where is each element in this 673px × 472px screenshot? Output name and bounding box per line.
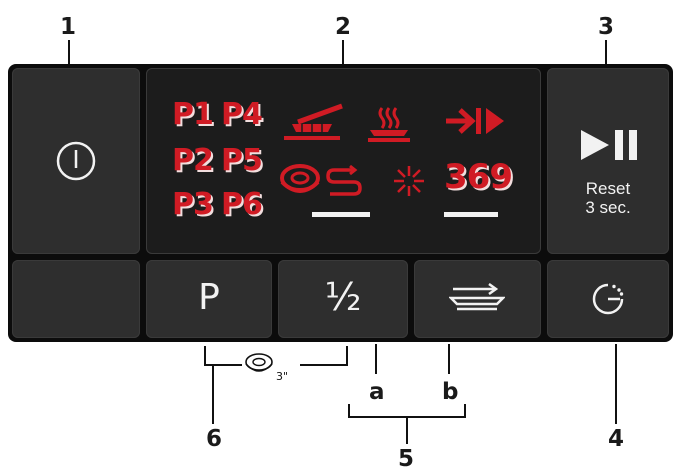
reset-label: Reset <box>585 179 631 198</box>
delay-timer-button[interactable] <box>547 260 669 338</box>
group-bracket-bottom <box>348 416 466 418</box>
half-load-leader <box>375 344 377 374</box>
program-p5: P5 <box>221 143 263 178</box>
prewash-icon <box>284 103 343 140</box>
program-button[interactable]: P <box>146 260 272 338</box>
program-p4: P4 <box>221 97 263 132</box>
program-bracket-bottom-right <box>300 364 348 366</box>
extra-dry-icon <box>449 283 505 311</box>
leader-line-3 <box>605 40 607 68</box>
time-digits: 369 <box>444 157 513 197</box>
power-button[interactable] <box>12 68 140 254</box>
power-icon <box>56 141 96 181</box>
program-p2: P2 <box>172 143 214 178</box>
program-bracket-right <box>346 346 348 366</box>
timer-indicator-bar <box>444 212 498 217</box>
play-pause-icon <box>581 130 637 160</box>
callout-3: 3 <box>598 14 615 40</box>
tablet-icon <box>280 164 320 193</box>
callout-4: 4 <box>608 426 625 452</box>
program-p1: P1 <box>172 97 214 132</box>
leader-line-2 <box>342 40 344 68</box>
group-bracket-right <box>464 404 466 418</box>
tablet-icon <box>245 353 273 372</box>
callout-a: a <box>369 379 385 405</box>
program-p3: P3 <box>172 187 214 222</box>
callout-6: 6 <box>206 426 223 452</box>
half-load-button[interactable]: ½ <box>278 260 408 338</box>
drying-icon <box>368 107 410 142</box>
program-leader <box>212 366 214 424</box>
group-leader <box>406 418 408 444</box>
tablet-time-label: 3" <box>276 370 289 383</box>
salt-indicator-bar <box>312 212 370 217</box>
callout-2: 2 <box>335 14 352 40</box>
program-key-label: P <box>198 277 220 318</box>
end-arrow-icon <box>446 108 504 134</box>
reset-time-label: 3 sec. <box>585 198 631 217</box>
leader-line-1 <box>68 40 70 68</box>
program-bracket-bottom-left <box>204 364 242 366</box>
callout-1: 1 <box>60 14 77 40</box>
extra-dry-leader <box>448 344 450 374</box>
blank-key <box>12 260 140 338</box>
delay-leader <box>615 344 617 424</box>
program-p6: P6 <box>221 187 263 222</box>
callout-5: 5 <box>398 446 415 472</box>
callout-b: b <box>442 379 459 405</box>
program-bracket-left <box>204 346 206 366</box>
half-load-icon: ½ <box>324 275 362 319</box>
extra-dry-button[interactable] <box>414 260 541 338</box>
display: P1 P4 P2 P5 P3 P6 <box>146 68 541 254</box>
regeneration-icon <box>394 166 424 196</box>
start-pause-button[interactable]: Reset 3 sec. <box>547 68 669 254</box>
delay-timer-icon <box>592 283 624 315</box>
rinse-aid-icon <box>326 164 362 196</box>
group-bracket-left <box>348 404 350 418</box>
